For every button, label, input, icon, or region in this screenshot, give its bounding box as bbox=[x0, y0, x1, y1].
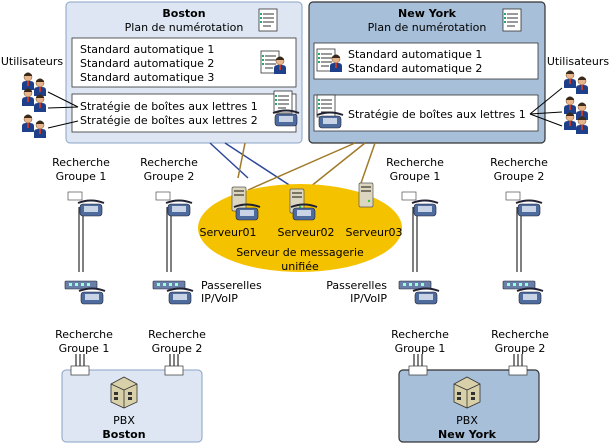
hunt-group-top-4-line2: Groupe 2 bbox=[494, 170, 545, 183]
user-icon bbox=[563, 70, 577, 89]
newyork-policy-1: Stratégie de boîtes aux lettres 1 bbox=[348, 108, 526, 121]
hunt-group-top-4-line1: Recherche bbox=[490, 156, 548, 169]
server-03-icon bbox=[358, 182, 374, 208]
boston-policy-2: Stratégie de boîtes aux lettres 2 bbox=[80, 114, 258, 127]
user-icon bbox=[33, 120, 47, 139]
hunt-group-bottom-2-line1: Recherche bbox=[148, 328, 206, 341]
gateway-phone-icon bbox=[166, 287, 194, 305]
dial-plan-doc-icon bbox=[502, 8, 522, 32]
hunt-group-top-1-line2: Groupe 1 bbox=[56, 170, 107, 183]
boston-pbx-label: PBX bbox=[113, 414, 135, 427]
pilot-phone-icon bbox=[411, 199, 439, 217]
hunt-group-bottom-1-line2: Groupe 1 bbox=[59, 342, 110, 355]
boston-server-links bbox=[209, 142, 301, 193]
newyork-users-label: Utilisateurs bbox=[547, 55, 610, 68]
server-03-label: Serveur03 bbox=[345, 226, 402, 239]
hunt-group-columns: Recherche Groupe 1 Recherche Groupe 2 Re… bbox=[52, 156, 549, 370]
newyork-pbx-box: PBX New York bbox=[398, 365, 540, 443]
gateway-label-left-line2: IP/VoIP bbox=[201, 292, 238, 305]
newyork-pbx-site: New York bbox=[438, 428, 497, 441]
hunt-group-bottom-3-line2: Groupe 1 bbox=[395, 342, 446, 355]
boston-policy-1: Stratégie de boîtes aux lettres 1 bbox=[80, 100, 258, 113]
newyork-subtitle: Plan de numérotation bbox=[368, 21, 487, 34]
hunt-group-bottom-1-line1: Recherche bbox=[55, 328, 113, 341]
gateway-phone-icon bbox=[78, 287, 106, 305]
gateway-label-right-line1: Passerelles bbox=[326, 279, 387, 292]
boston-mailbox-policy-box bbox=[71, 93, 297, 133]
hunt-group-top-3-line1: Recherche bbox=[386, 156, 444, 169]
server-01-icon bbox=[231, 186, 247, 212]
hunt-group-bottom-3-line1: Recherche bbox=[391, 328, 449, 341]
gateway-phone-icon bbox=[412, 287, 440, 305]
newyork-title: New York bbox=[398, 7, 457, 20]
pbx-icon bbox=[110, 376, 138, 409]
user-icon bbox=[563, 96, 577, 115]
newyork-attendant-1: Standard automatique 1 bbox=[348, 48, 482, 61]
user-icon bbox=[563, 112, 577, 131]
dial-plan-doc-icon bbox=[258, 8, 278, 32]
boston-title: Boston bbox=[162, 7, 205, 20]
hunt-group-top-3-line2: Groupe 1 bbox=[390, 170, 441, 183]
boston-attendant-3: Standard automatique 3 bbox=[80, 71, 214, 84]
pbx-icon bbox=[453, 376, 481, 409]
hunt-group-bottom-4-line2: Groupe 2 bbox=[495, 342, 546, 355]
newyork-users-group: Utilisateurs bbox=[529, 55, 610, 135]
boston-users-label: Utilisateurs bbox=[1, 55, 64, 68]
boston-attendant-2: Standard automatique 2 bbox=[80, 57, 214, 70]
um-server-cluster: Serveur01 Serveur02 Serveur03 Serveur de… bbox=[198, 182, 403, 273]
newyork-dial-plan-panel: New York Plan de numérotation Standard a… bbox=[308, 1, 546, 144]
hunt-group-top-2-line1: Recherche bbox=[140, 156, 198, 169]
newyork-attendant-2: Standard automatique 2 bbox=[348, 62, 482, 75]
newyork-mailbox-policy-box bbox=[313, 94, 539, 132]
hunt-group-top-1-line1: Recherche bbox=[52, 156, 110, 169]
newyork-auto-attendant-box bbox=[313, 42, 539, 80]
boston-pbx-box: PBX Boston bbox=[61, 365, 203, 443]
server-01-label: Serveur01 bbox=[199, 226, 256, 239]
um-label-line2: unifiée bbox=[281, 260, 319, 273]
user-icon bbox=[21, 72, 35, 91]
pilot-phone-icon bbox=[165, 199, 193, 217]
pilot-phone-icon bbox=[515, 199, 543, 217]
boston-dial-plan-panel: Boston Plan de numérotation Standard aut… bbox=[65, 1, 303, 144]
boston-pbx-site: Boston bbox=[102, 428, 145, 441]
hunt-group-bottom-4-line1: Recherche bbox=[491, 328, 549, 341]
user-icon bbox=[33, 94, 47, 113]
pilot-phone-icon bbox=[77, 199, 105, 217]
user-icon bbox=[33, 78, 47, 97]
server-02-label: Serveur02 bbox=[277, 226, 334, 239]
gateway-label-left-line1: Passerelles bbox=[201, 279, 262, 292]
hunt-group-bottom-2-line2: Groupe 2 bbox=[152, 342, 203, 355]
boston-attendant-1: Standard automatique 1 bbox=[80, 43, 214, 56]
gateway-label-right-line2: IP/VoIP bbox=[350, 292, 387, 305]
user-icon bbox=[21, 114, 35, 133]
boston-subtitle: Plan de numérotation bbox=[125, 21, 244, 34]
newyork-pbx-label: PBX bbox=[456, 414, 478, 427]
hunt-group-top-2-line2: Groupe 2 bbox=[144, 170, 195, 183]
user-icon bbox=[575, 76, 589, 95]
boston-users-group: Utilisateurs bbox=[1, 55, 79, 139]
um-label-line1: Serveur de messagerie bbox=[236, 246, 364, 259]
gateway-phone-icon bbox=[516, 287, 544, 305]
user-icon bbox=[21, 88, 35, 107]
boston-auto-attendant-box bbox=[71, 37, 297, 88]
